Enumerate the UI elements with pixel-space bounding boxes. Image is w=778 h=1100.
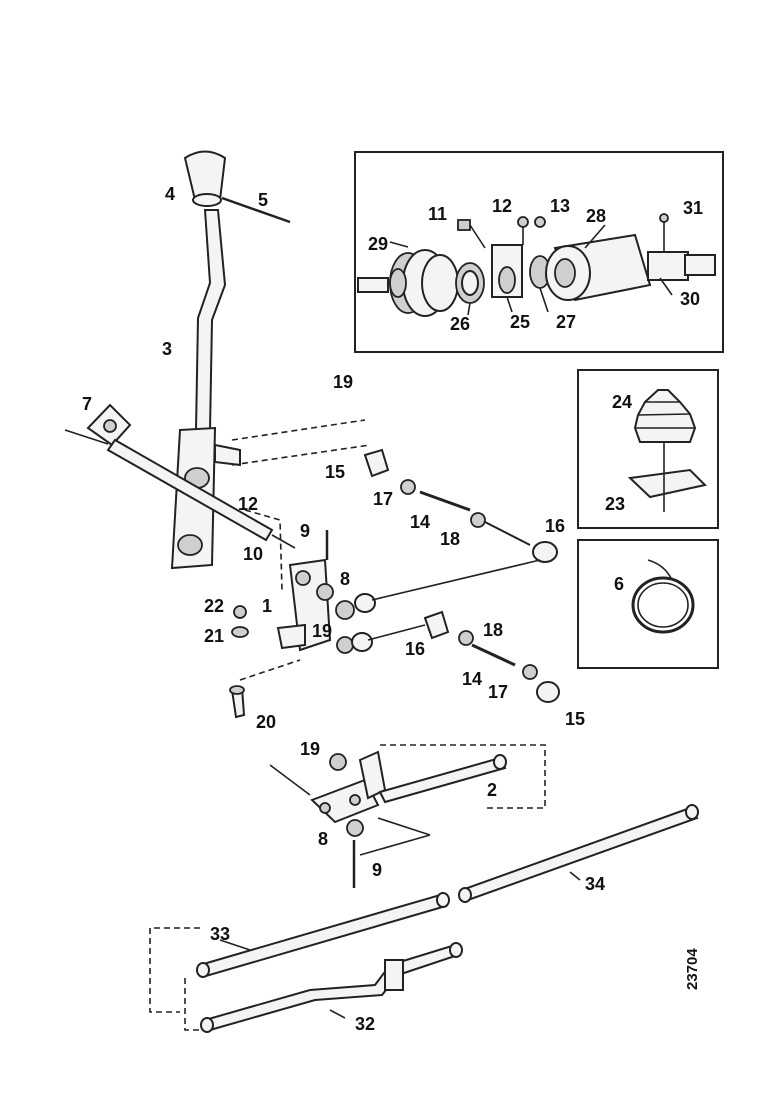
callout-12-left: 12 (238, 494, 258, 514)
part-19-bushing-lower (329, 753, 347, 771)
callout-33: 33 (210, 924, 230, 944)
callout-8-top: 8 (340, 569, 350, 589)
callout-14-top: 14 (410, 512, 430, 532)
callout-17-bottom: 17 (488, 682, 508, 702)
part-19-bushing (335, 600, 355, 620)
part-11-screw (457, 219, 471, 231)
callout-16-top: 16 (545, 516, 565, 536)
part-21-washer (231, 626, 249, 638)
callout-25: 25 (510, 312, 530, 332)
callout-9-top: 9 (300, 521, 310, 541)
callout-13: 13 (550, 196, 570, 216)
callout-18-top: 18 (440, 529, 460, 549)
callout-16-bottom: 16 (405, 639, 425, 659)
callout-8-bottom: 8 (318, 829, 328, 849)
callout-20: 20 (256, 712, 276, 732)
part-1-selector-bracket (276, 558, 332, 652)
part-26-ring (455, 262, 485, 304)
part-12-washer-inset (517, 216, 529, 228)
callout-29: 29 (368, 234, 388, 254)
lower-linkage-rod (423, 610, 560, 703)
callout-27: 27 (556, 312, 576, 332)
callout-19-mid: 19 (312, 621, 332, 641)
callout-7: 7 (82, 394, 92, 414)
callout-19-top: 19 (333, 372, 353, 392)
callout-31: 31 (683, 198, 703, 218)
part-2-shift-rod-lever (310, 750, 507, 824)
drawing-number: 23704 (684, 948, 701, 990)
part-25-flange-plate (491, 244, 523, 298)
callout-18-bottom: 18 (483, 620, 503, 640)
part-4-gear-knob (183, 150, 227, 207)
part-6-spring-ring (631, 559, 695, 634)
callout-11: 11 (428, 204, 447, 224)
inset-rubber-boot (577, 369, 719, 529)
callout-19-bottom: 19 (300, 739, 320, 759)
callout-5: 5 (258, 190, 268, 210)
callout-6: 6 (614, 574, 624, 594)
callout-10: 10 (243, 544, 263, 564)
part-13-nut (534, 216, 546, 228)
part-31-bolt (659, 213, 669, 223)
callout-17-top: 17 (373, 489, 393, 509)
part-5-pin (221, 196, 291, 224)
part-22-nut (233, 605, 247, 619)
part-7-pivot-bracket (86, 403, 132, 447)
cross-shaft (106, 438, 274, 542)
callout-28-top: 28 (586, 206, 606, 226)
callout-21: 21 (204, 626, 224, 646)
upper-linkage-rod (363, 448, 558, 563)
callout-30: 30 (680, 289, 700, 309)
callout-labels: 4 5 3 7 12 10 19 15 17 14 18 16 9 8 1 22… (82, 184, 703, 1034)
part-33-rod (196, 892, 450, 978)
part-3-gear-lever (194, 209, 227, 431)
callout-22: 22 (204, 596, 224, 616)
part-30-universal-joint (647, 251, 716, 281)
callout-9-bottom: 9 (372, 860, 382, 880)
inset-coupling-assembly (354, 151, 724, 353)
callout-15-top: 15 (325, 462, 345, 482)
callout-15-bottom: 15 (565, 709, 585, 729)
callout-4: 4 (165, 184, 175, 204)
callout-12-inset: 12 (492, 196, 512, 216)
callout-34: 34 (585, 874, 605, 894)
part-24-gear-boot (633, 389, 697, 443)
inset-spring-ring (577, 539, 719, 669)
callout-26: 26 (450, 314, 470, 334)
callout-32: 32 (355, 1014, 375, 1034)
part-28-housing (545, 233, 652, 302)
part-23-boot-base (627, 468, 708, 499)
part-8-bushing-lower (346, 819, 364, 837)
part-8-bushing-upper (316, 583, 334, 601)
part-29-rubber-bellows (389, 249, 459, 317)
callout-2: 2 (487, 780, 497, 800)
part-20-bolt (229, 685, 246, 719)
callout-14-bottom: 14 (462, 669, 482, 689)
callout-1: 1 (262, 596, 272, 616)
part-32-rod (200, 942, 463, 1033)
callout-24: 24 (612, 392, 632, 412)
callout-23: 23 (605, 494, 625, 514)
callout-3: 3 (162, 339, 172, 359)
part-34-rod (458, 804, 699, 903)
